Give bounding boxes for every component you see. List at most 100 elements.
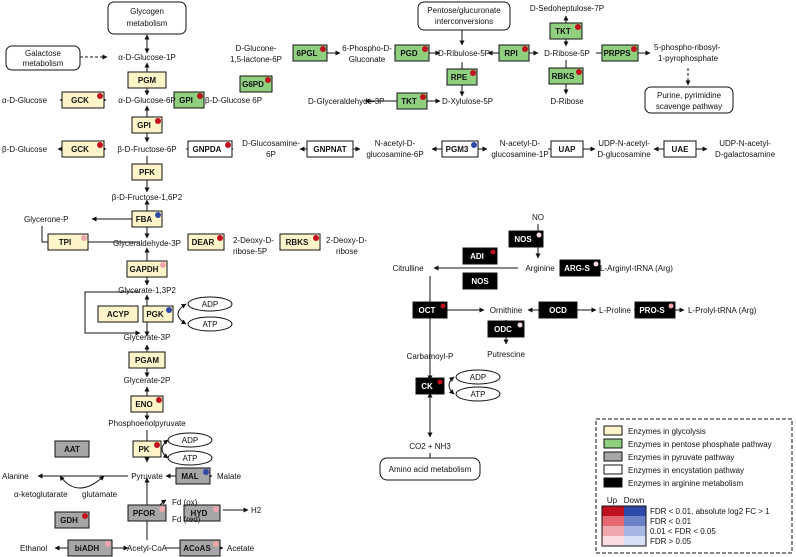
enzyme-box-eno: [130, 395, 164, 413]
enzyme-label-pgm3: PGM3: [446, 145, 469, 154]
enzyme-box-ocd: [538, 301, 578, 319]
enzyme-adi: ADI: [462, 247, 498, 265]
enzyme-acyp: ACYP: [97, 305, 139, 323]
enzyme-tkt: TKT: [549, 22, 583, 40]
enzyme-box-pgm3: [441, 140, 479, 158]
metabolite-deoxy-r5p-1: 2-Deoxy-D-: [233, 236, 274, 245]
metabolite-deoxy-r-2: ribose: [336, 247, 358, 256]
enzyme-ocd: OCD: [538, 301, 578, 319]
legend-fdr-label-3: FDR > 0.05: [650, 537, 692, 546]
enzyme-change-dot-odc: [516, 321, 524, 329]
enzyme-change-dot-gdh: [82, 513, 88, 519]
cofactor-adp-1: ADP: [202, 300, 218, 309]
enzyme-dear: DEAR: [187, 233, 225, 251]
metabolite-pyruvate: Pyruvate: [131, 472, 163, 481]
enzyme-box-uae: [663, 140, 697, 158]
metabolite-glycerone-p: Glycerone-P: [24, 215, 68, 224]
legend-label-enzymes-in-encystation-pathway: Enzymes in encystation pathway: [628, 466, 744, 475]
pathway-box-pentose-glucuronate: [417, 1, 511, 31]
enzyme-label-biadh: biADH: [75, 544, 100, 553]
legend-fdr-up-swatch-3: [602, 536, 624, 546]
enzyme-g6pd: G6PD: [239, 75, 273, 93]
enzyme-label-gpi: GPI: [179, 96, 193, 105]
metabolite-glcn6p-1: D-Glucosamine-: [242, 139, 300, 148]
enzyme-box-pgam: [128, 351, 166, 369]
metabolite-citrulline: Citrulline: [392, 264, 424, 273]
metabolite-a-glc-1p: α-D-Glucose-1P: [118, 53, 176, 62]
enzyme-change-dot-tpi: [81, 235, 87, 241]
enzyme-label-pro-s: PRO-S: [639, 306, 665, 315]
enzyme-label-mal: MAL: [181, 472, 198, 481]
enzyme-label-gnpnat: GNPNAT: [313, 145, 346, 154]
metabolite-prpp-1: 5-phospho-ribosyl-: [654, 43, 721, 52]
enzyme-gnpnat: GNPNAT: [306, 140, 354, 158]
enzyme-aat: AAT: [54, 440, 90, 458]
pathway-box-amino-acid: [379, 457, 481, 481]
metabolite-6pg-1: 6-Phospho-D-: [342, 44, 392, 53]
enzyme-box-nos: [508, 230, 544, 248]
enzyme-change-dot-oct: [439, 302, 447, 310]
enzyme-label-aat: AAT: [64, 445, 80, 454]
metabolite-udp-galnac-2: D-galactosamine: [715, 150, 776, 159]
enzyme-box-dear: [187, 233, 225, 251]
enzyme-change-dot-pk: [154, 442, 160, 448]
legend-fdr-down-swatch-1: [624, 516, 646, 526]
legend-fdr-down-swatch-2: [624, 526, 646, 536]
enzyme-gpi: GPI: [173, 91, 205, 109]
cofactor-adp-oval-2: [167, 432, 213, 448]
enzyme-box-oct: [412, 301, 448, 319]
enzyme-pro-s: PRO-S: [634, 301, 676, 319]
metabolite-ga3p: Glyceraldehyde-3P: [113, 239, 181, 248]
enzyme-label-pgk: PGK: [146, 310, 164, 319]
enzyme-change-dot-tkt: [420, 94, 426, 100]
enzyme-change-dot-gpi: [155, 118, 161, 124]
enzyme-box-pgk: [142, 305, 174, 323]
enzyme-change-dot-gck: [97, 142, 103, 148]
legend-swatch-enzymes-in-pentose-phosphate-pathway: [603, 438, 623, 449]
metabolite-co2-nh3: CO2 + NH3: [409, 442, 451, 451]
pathway-purine-line2: scavenge pathway: [656, 102, 722, 111]
enzyme-change-dot-gck: [97, 93, 103, 99]
enzyme-box-arg-s: [559, 259, 601, 277]
enzyme-change-dot-ck: [436, 378, 444, 386]
enzyme-tkt: TKT: [396, 92, 428, 110]
enzyme-pk: PK: [132, 440, 162, 458]
metabolite-glc-lactone-2: 1,5-lactone-6P: [230, 55, 282, 64]
metabolite-alanine: Alanine: [2, 472, 29, 481]
enzyme-uap: UAP: [550, 140, 584, 158]
metabolite-glcnac1p-1: N-acetyl-D-: [500, 139, 541, 148]
metabolite-pro-trna: L-Prolyl-tRNA (Arg): [688, 306, 757, 315]
enzyme-label-gdh: GDH: [60, 516, 78, 525]
enzyme-box-tpi: [47, 233, 89, 251]
enzyme-change-dot-mal: [203, 469, 209, 475]
enzyme-hyd: HYD: [183, 504, 221, 522]
metabolite-proline: L-Proline: [599, 306, 632, 315]
legend-fdr-down-swatch-0: [624, 506, 646, 516]
metabolite-glcnac6p-1: N-acetyl-D-: [375, 139, 416, 148]
metabolite-acetate: Acetate: [227, 544, 255, 553]
enzyme-label-acyp: ACYP: [107, 310, 130, 319]
enzyme-box-pfor: [127, 504, 167, 522]
enzyme-box-hyd: [183, 504, 221, 522]
metabolite-putrescine: Putrescine: [487, 350, 525, 359]
enzyme-label-tkt: TKT: [555, 27, 571, 36]
enzyme-rpi: RPI: [498, 44, 530, 62]
enzyme-change-dot-pgk: [166, 307, 172, 313]
metabolite-6pg-2: Gluconate: [349, 55, 386, 64]
enzyme-gapdh: GAPDH: [126, 260, 168, 278]
pathway-pentose-line1: Pentose/glucuronate: [427, 6, 501, 15]
enzyme-box-gapdh: [126, 260, 168, 278]
enzyme-pgam: PGAM: [128, 351, 166, 369]
cofactor-atp-2: ATP: [183, 454, 198, 463]
metabolite-d-ribose: D-Ribose: [550, 97, 584, 106]
enzyme-nos: NOS: [508, 230, 544, 248]
enzyme-label-eno: ENO: [135, 400, 152, 409]
enzyme-change-dot-hyd: [213, 506, 219, 512]
enzyme-label-uap: UAP: [559, 145, 577, 154]
metabolite-arginine: Arginine: [525, 264, 555, 273]
metabolite-gly3p: Glycerate-3P: [124, 333, 171, 342]
metabolite-glcnac1p-2: glucosamine-1P: [491, 150, 548, 159]
legend-swatch-enzymes-in-encystation-pathway: [603, 464, 623, 475]
